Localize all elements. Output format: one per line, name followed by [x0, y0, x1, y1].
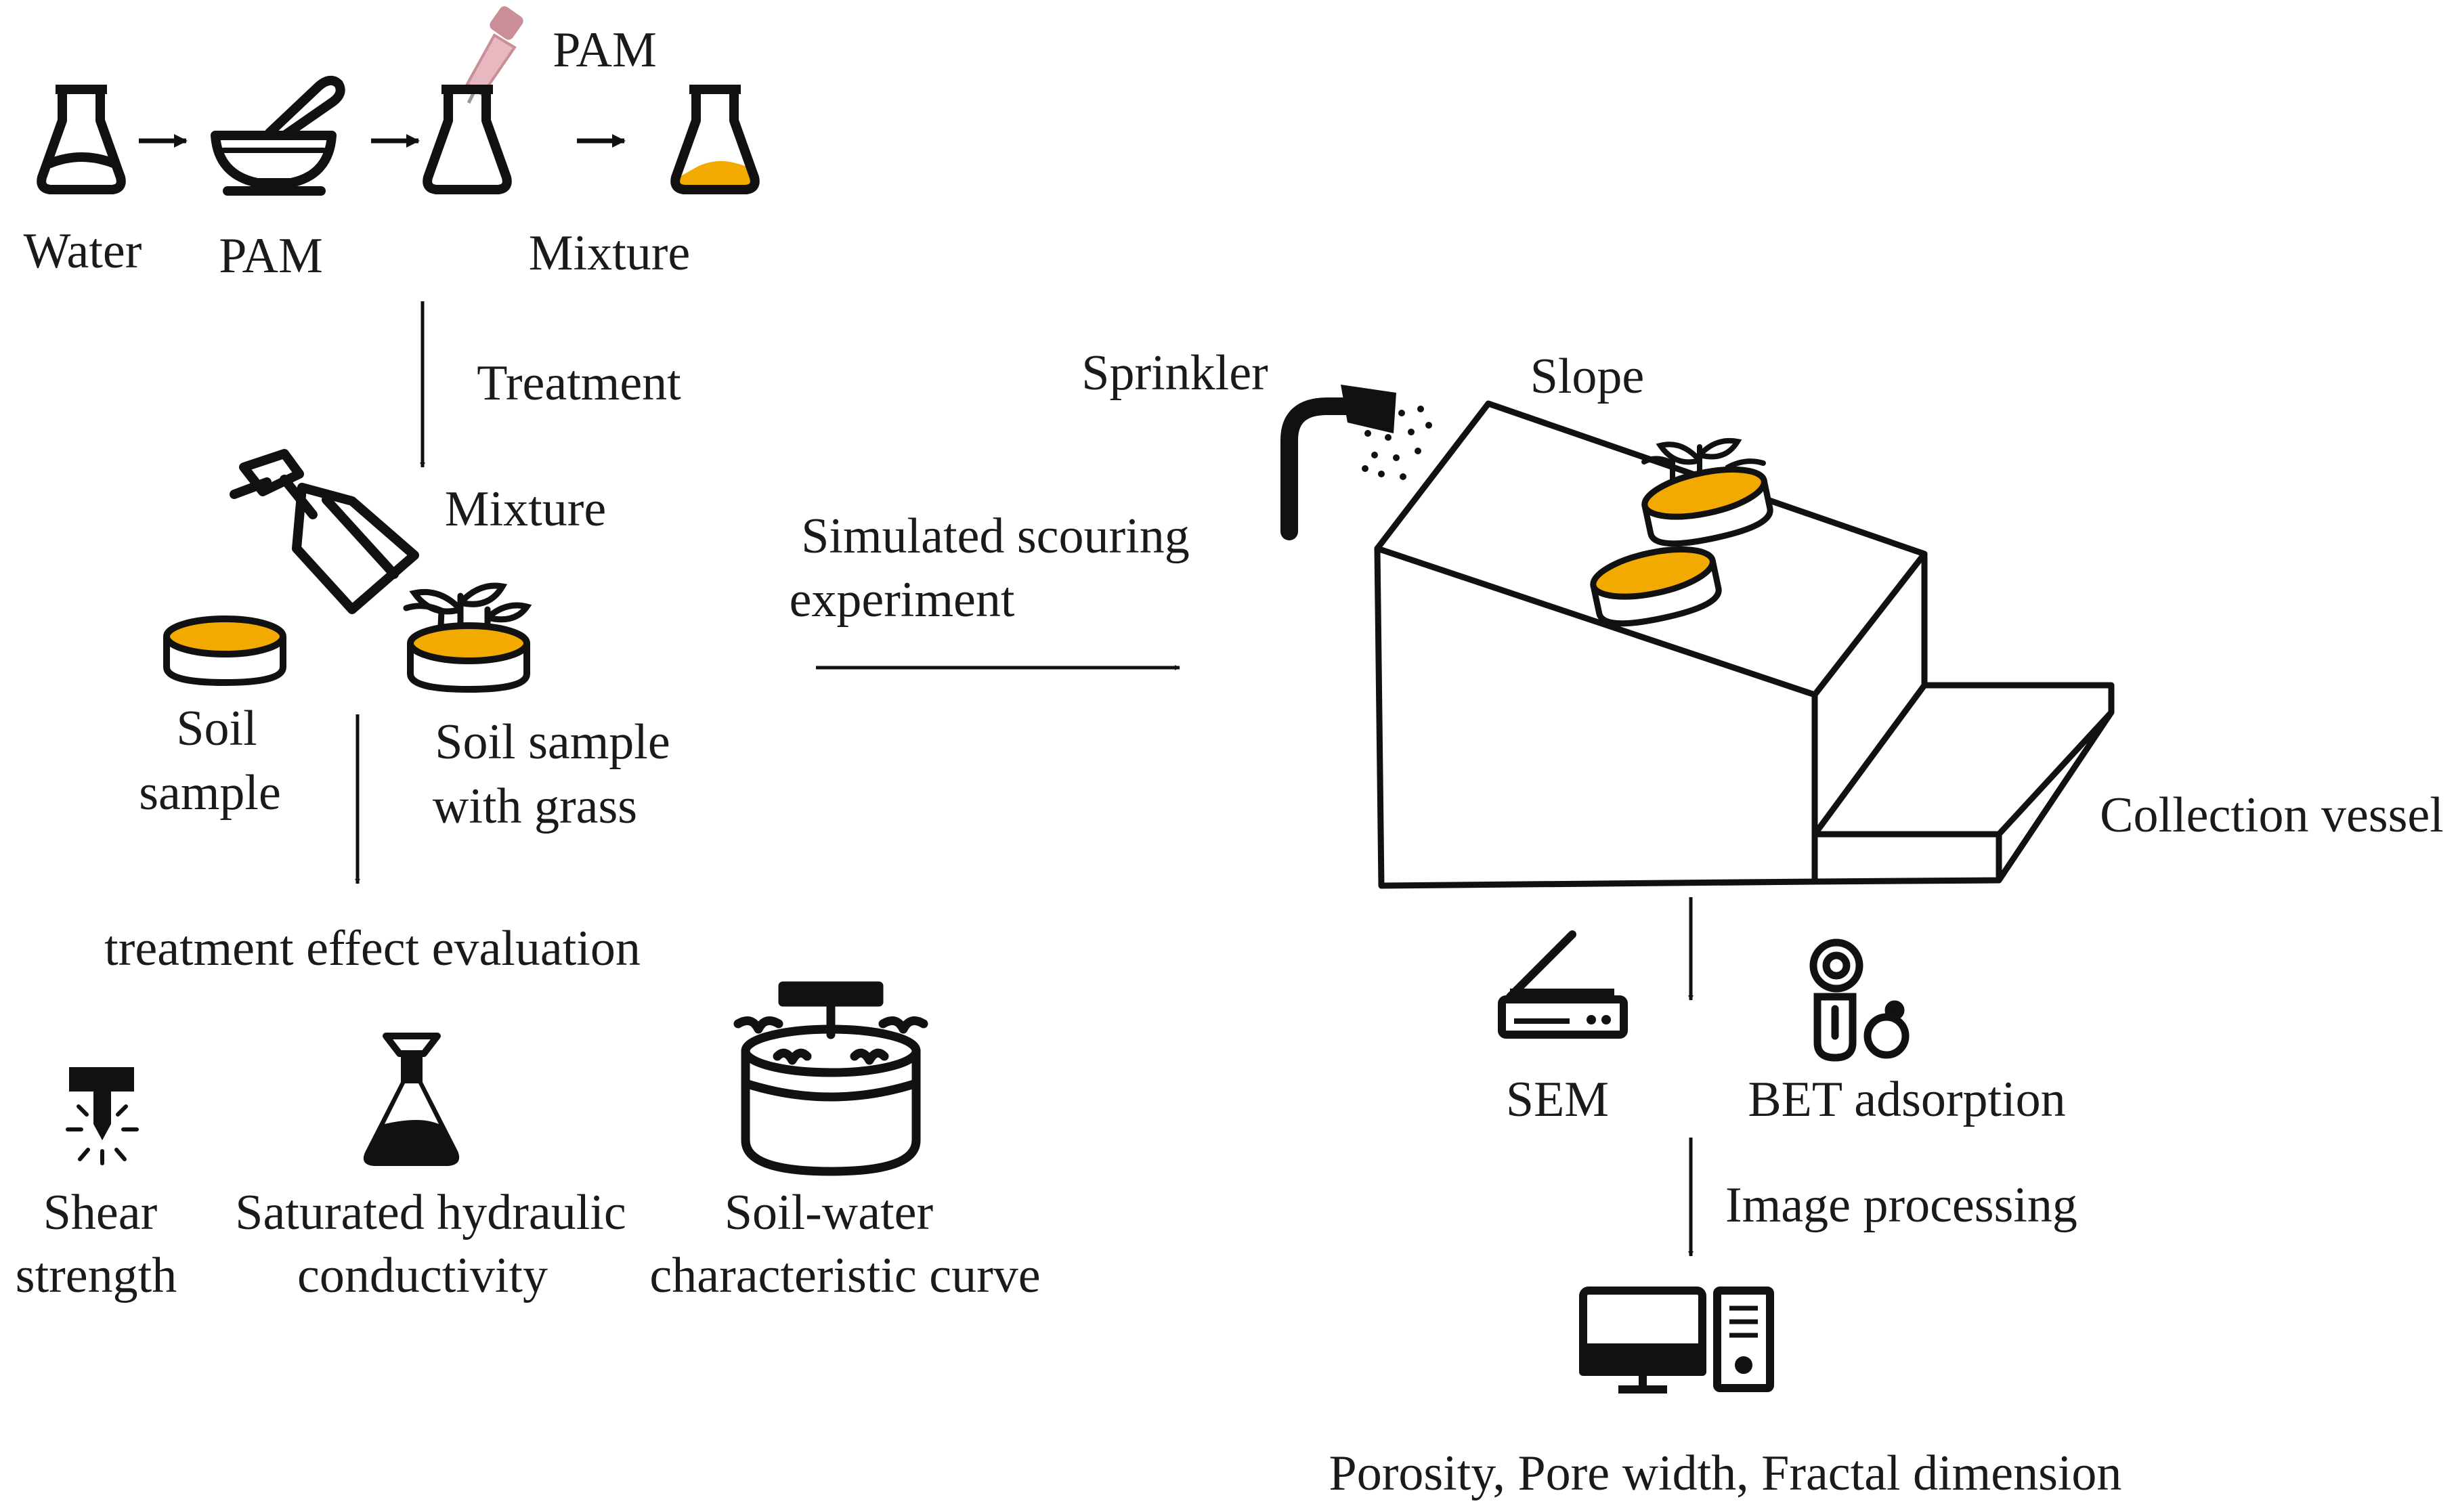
flask-icon: [670, 85, 760, 194]
experiment-label-line1: Simulated scouring: [801, 509, 1189, 564]
experiment-label-line2: experiment: [790, 572, 1015, 628]
flask-icon: [363, 1033, 460, 1166]
soil-sample-label-line1: Soil: [176, 701, 257, 756]
treatment-label: Treatment: [477, 355, 681, 411]
flask-icon: [37, 85, 126, 194]
soil-dish-icon: [407, 622, 530, 693]
adsorption-device-icon: [1809, 938, 1910, 1062]
soil-dish-icon: [1590, 546, 1722, 627]
results-label: Porosity, Pore width, Fractal dimension: [1329, 1446, 2122, 1501]
mortar-pestle-icon: [211, 75, 345, 196]
shear-tool-icon: [66, 1067, 139, 1165]
plant-icon: [403, 582, 532, 645]
hydraulic-label-line2: conductivity: [297, 1248, 548, 1303]
pressure-chamber-icon: [733, 981, 928, 1176]
soil-grass-label-line1: Soil sample: [435, 714, 670, 770]
scanner-icon: [1498, 930, 1628, 1039]
image-processing-label: Image processing: [1725, 1178, 2077, 1233]
spray-bottle-icon: [230, 449, 419, 614]
shower-head-icon: [1280, 385, 1432, 540]
slope-apparatus: [1374, 400, 2115, 889]
sem-label: SEM: [1506, 1072, 1609, 1127]
hydraulic-label-line1: Saturated hydraulic: [235, 1185, 626, 1240]
mixture-label: Mixture: [529, 225, 690, 281]
soil-dish-icon: [163, 615, 286, 687]
computer-icon: [1579, 1287, 1774, 1394]
collection-vessel-label: Collection vessel: [2100, 787, 2444, 843]
flask-icon: [423, 85, 512, 194]
bet-label: BET adsorption: [1748, 1072, 2065, 1127]
pam-dropper-label: PAM: [553, 22, 657, 78]
evaluation-title: treatment effect evaluation: [104, 921, 641, 976]
soil-sample-label-line2: sample: [139, 765, 281, 821]
water-label: Water: [24, 223, 142, 279]
soil-grass-label-line2: with grass: [433, 779, 637, 834]
soil-dish-icon: [1641, 467, 1773, 547]
swcc-label-line1: Soil-water: [725, 1185, 933, 1240]
swcc-label-line2: characteristic curve: [649, 1248, 1040, 1303]
pam-label: PAM: [219, 228, 323, 284]
spray-mixture-label: Mixture: [445, 481, 606, 537]
slope-label: Slope: [1530, 349, 1645, 404]
sprinkler-label: Sprinkler: [1081, 345, 1268, 401]
shear-label-line2: strength: [16, 1248, 177, 1303]
dropper-icon: [465, 6, 523, 104]
shear-label-line1: Shear: [43, 1185, 158, 1240]
